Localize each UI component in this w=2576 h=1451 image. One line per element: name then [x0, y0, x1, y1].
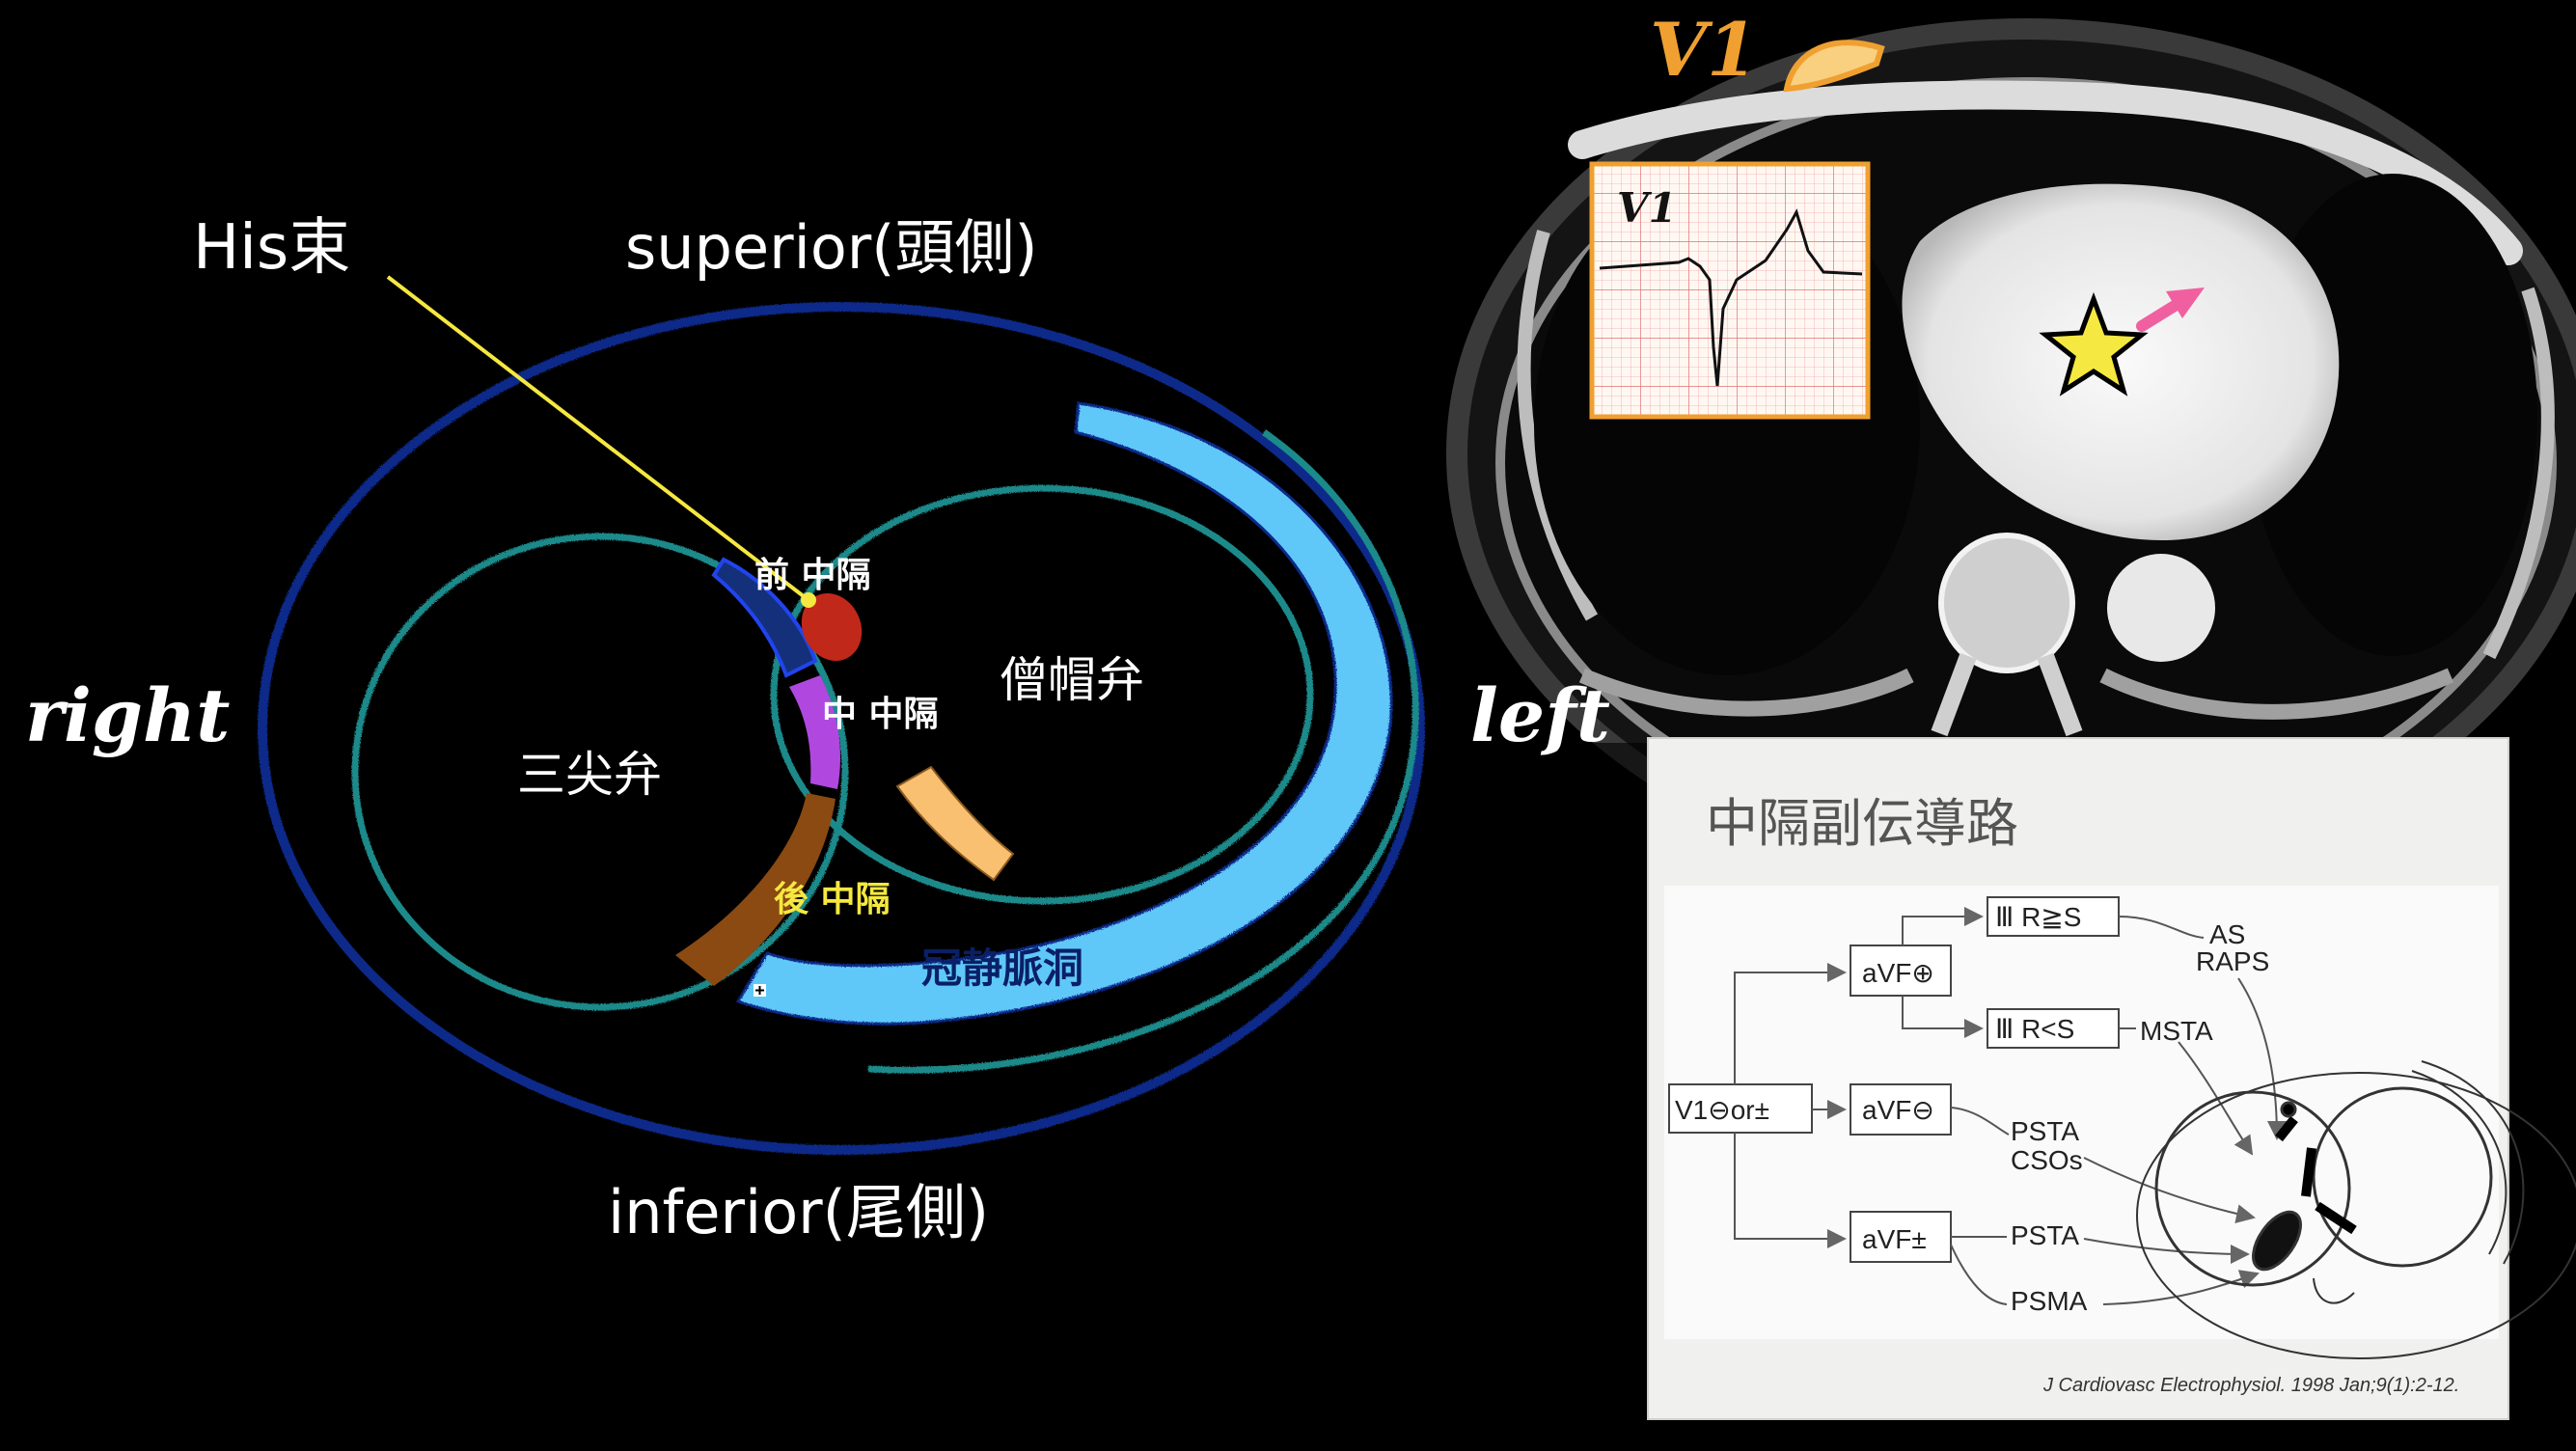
- ct-scan-panel: V1 V1 left: [1446, 0, 2576, 889]
- his-bundle-label: His束: [193, 212, 350, 284]
- mid-septal-segment: [789, 675, 840, 789]
- superior-label: superior(頭側): [625, 212, 1038, 283]
- inferior-label: inferior(尾側): [608, 1177, 989, 1247]
- ecg-v1-label: V1: [1617, 184, 1677, 232]
- ecg-trace: [1599, 208, 1863, 387]
- psma-label: PSMA: [2011, 1286, 2088, 1316]
- avf-positive-box: [1850, 945, 1952, 997]
- start-box: [1668, 1083, 1813, 1134]
- flowchart-panel: 中隔副伝導路 V1⊖or± aVF⊕ aVF⊖ aVF± Ⅲ R≧S Ⅲ R<S…: [1647, 737, 2576, 1420]
- his-pointer-line: [386, 275, 810, 602]
- posterior-septal-label: 後 中隔: [774, 880, 891, 919]
- right-label: right: [25, 672, 230, 758]
- flowchart-title: 中隔副伝導路: [1706, 793, 2018, 854]
- his-pointer-dot: [801, 592, 816, 608]
- ecg-v1-inset: V1: [1589, 161, 1871, 420]
- csos-label: CSOs: [2011, 1145, 2083, 1175]
- tricuspid-label: 三尖弁: [517, 747, 662, 803]
- lateral-mitral-segment: [895, 765, 1015, 882]
- outer-annulus-ring: [258, 302, 1425, 1155]
- pink-arrow-icon: [2136, 287, 2205, 332]
- avf-pm-box: [1850, 1211, 1952, 1263]
- citation: J Cardiovasc Electrophysiol. 1998 Jan;9(…: [2042, 1375, 2459, 1396]
- star-marker-icon: [2039, 291, 2149, 397]
- ct-spine: [1938, 533, 2075, 673]
- v1-title: V1: [1650, 7, 1758, 93]
- raps-label: RAPS: [2196, 946, 2269, 976]
- r-lt-s-label: Ⅲ R<S: [1995, 1014, 2074, 1044]
- mid-septal-label: 中 中隔: [822, 695, 939, 734]
- avf-pm-label: aVF±: [1862, 1224, 1927, 1254]
- avf-negative-box: [1850, 1083, 1952, 1136]
- r-ge-s-box: [1987, 896, 2120, 937]
- avf-negative-label: aVF⊖: [1862, 1095, 1934, 1125]
- tricuspid-valve-ring: [351, 533, 849, 1011]
- annulus-diagram: His束 superior(頭側) inferior(尾側) right 三尖弁…: [25, 212, 1425, 1247]
- psta-label-2: PSTA: [2011, 1220, 2079, 1250]
- msta-label: MSTA: [2140, 1016, 2213, 1046]
- as-label: AS: [2209, 919, 2245, 949]
- start-label: V1⊖or±: [1675, 1095, 1769, 1125]
- coronary-sinus-band: [735, 401, 1393, 1026]
- r-ge-s-label: Ⅲ R≧S: [1995, 902, 2081, 932]
- ct-chest-wall: [1568, 80, 2523, 265]
- r-lt-s-box: [1987, 1008, 2120, 1049]
- posterior-septal-segment: [675, 793, 836, 986]
- anterior-septal-label: 前 中隔: [754, 556, 871, 595]
- psta-label-1: PSTA: [2011, 1116, 2079, 1146]
- v1-electrode-icon: [1783, 40, 1885, 93]
- mitral-valve-ring: [770, 484, 1314, 905]
- ct-aorta: [2107, 554, 2215, 662]
- coronary-sinus-label: 冠静脈洞: [921, 945, 1083, 992]
- ct-heart: [1902, 183, 2340, 540]
- left-label: left: [1470, 672, 1610, 758]
- anterior-septal-segment: [711, 557, 818, 678]
- coronary-sinus-outer-arc: [867, 429, 1419, 1074]
- mini-annulus-sketch: [2136, 1060, 2576, 1359]
- mitral-label: 僧帽弁: [1000, 652, 1144, 708]
- avf-positive-label: aVF⊕: [1862, 958, 1934, 988]
- his-bundle-blob: [801, 592, 863, 662]
